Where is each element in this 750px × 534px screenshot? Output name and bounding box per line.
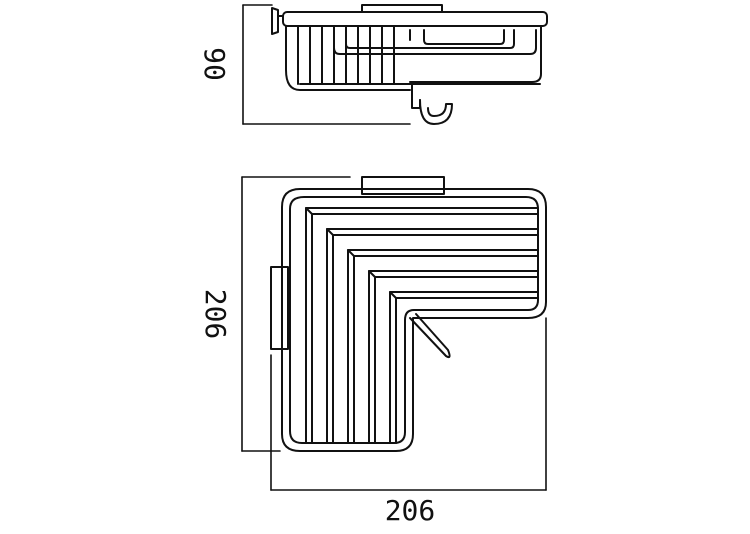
side-hook-curve <box>419 99 453 125</box>
width-label: 206 <box>385 494 436 527</box>
side-hook-stem <box>411 81 421 109</box>
side-top-rim <box>282 11 548 27</box>
side-wall-plate <box>271 7 279 35</box>
side-inner-rail-1 <box>333 29 537 55</box>
top-hook <box>409 313 451 359</box>
side-view: 90 <box>198 4 548 125</box>
side-basket-right <box>409 25 542 83</box>
side-inner-rail-2 <box>345 29 515 49</box>
top-wall-plate-back <box>361 176 445 195</box>
height-label: 90 <box>198 47 231 81</box>
side-basket-left <box>285 25 411 91</box>
side-top-clip <box>361 4 443 13</box>
depth-label: 206 <box>199 289 232 340</box>
top-nested-bars <box>305 207 539 444</box>
top-outer-rim <box>281 188 547 452</box>
side-inner-rail-3 <box>423 29 505 45</box>
top-view: 206 206 <box>199 176 547 527</box>
top-wall-plate-left <box>270 266 289 350</box>
